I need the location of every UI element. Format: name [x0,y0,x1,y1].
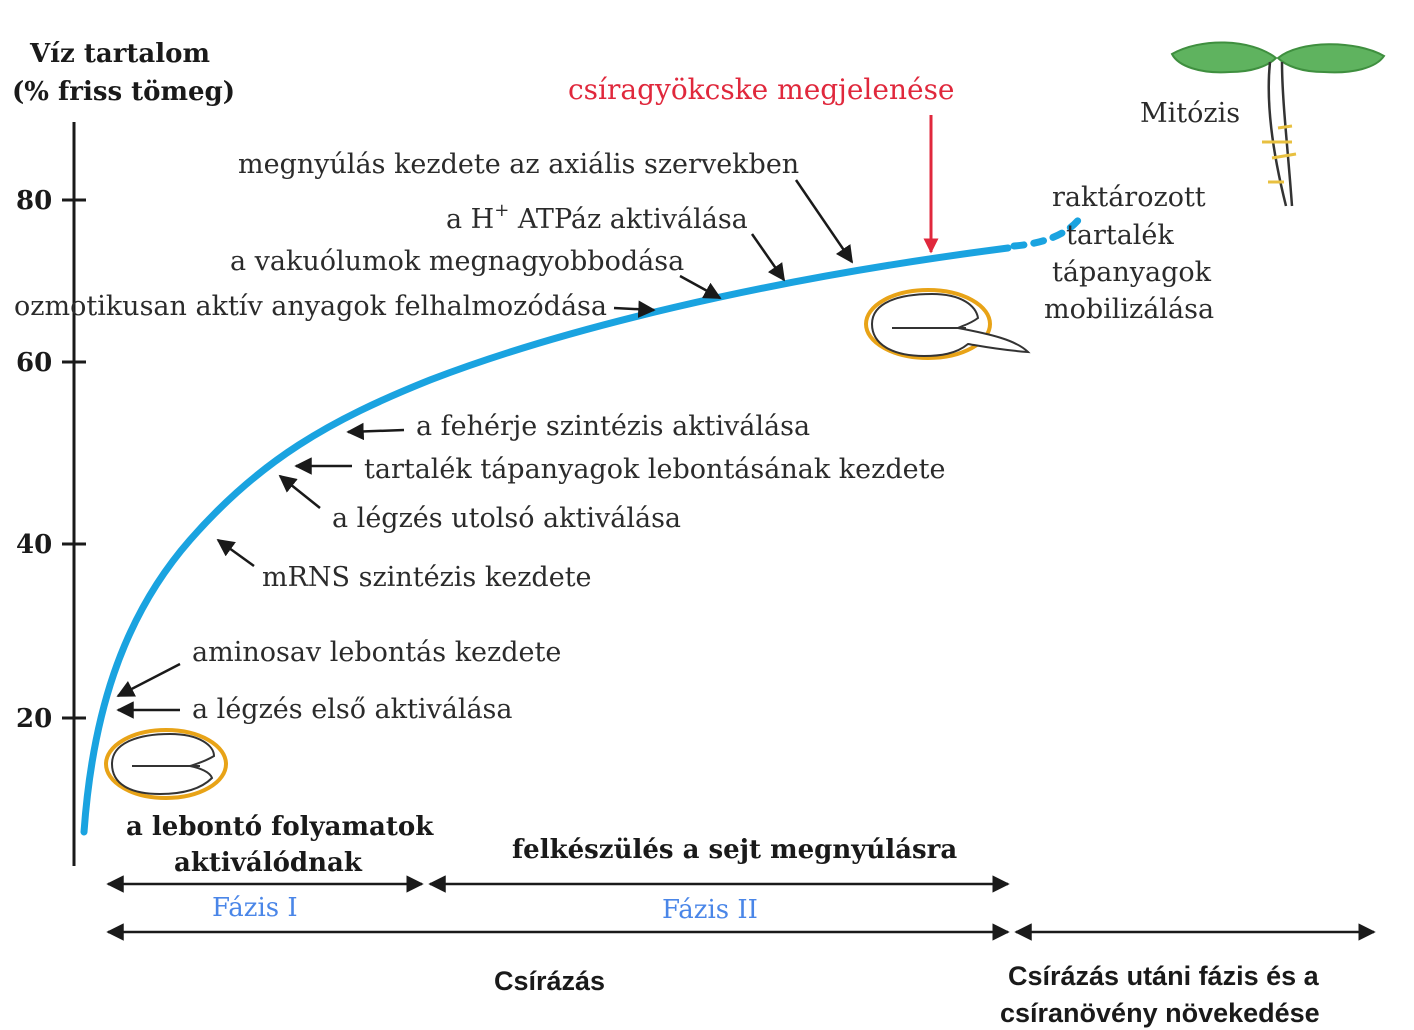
phase1-description-line2: aktiválódnak [174,848,363,878]
phase1-label: Fázis I [212,893,298,923]
mitosis-label: Mitózis [1140,98,1240,129]
annotation-protein: a fehérje szintézis aktiválása [416,411,810,442]
germination-label: Csírázás [494,966,605,996]
phase1-description-line1: a lebontó folyamatok [126,812,434,842]
y-axis-title-line1: Víz tartalom [29,39,210,69]
arrow-protein [346,422,405,441]
tick-label-20: 20 [16,704,52,734]
annotation-osmotic: ozmotikusan aktív anyagok felhalmozódása [14,291,607,322]
arrow-vacuole [679,274,722,300]
tick-label-40: 40 [16,530,52,560]
tick-label-60: 60 [16,348,52,378]
arrow-osmotic [613,300,656,318]
arrow-h-atpase [750,233,786,282]
radicle-emergence-label: csíragyökcske megjelenése [568,73,955,106]
annotation-aminoacid: aminosav lebontás kezdete [192,637,561,668]
water-content-curve-dotted [1010,214,1084,250]
reserve-mobilization-line2: tartalék [1066,220,1174,251]
water-content-curve [80,244,1012,836]
arrow-aminoacid [116,662,181,698]
arrow-respiration-last [278,474,321,509]
post-germination-label-line2: csíranövény növekedése [1000,998,1320,1028]
arrow-elongation [794,179,854,264]
tick-label-80: 80 [16,186,52,216]
annotation-respiration-last: a légzés utolsó aktiválása [332,503,681,534]
annotation-h-atpase: a H+ ATPáz aktiválása [446,200,748,235]
seed-icon-germinating [864,288,1031,360]
reserve-mobilization-line1: raktározott [1052,182,1206,213]
annotation-vacuole: a vakuólumok megnagyobbodása [230,246,684,277]
post-germination-label-line1: Csírázás utáni fázis és a [1008,961,1320,991]
annotation-respiration-first: a légzés első aktiválása [192,694,513,725]
reserve-mobilization-line4: mobilizálása [1044,294,1214,325]
phase2-label: Fázis II [662,895,758,925]
y-axis-title-line2: (% friss tömeg) [12,77,235,107]
annotation-elongation: megnyúlás kezdete az axiális szervekben [238,149,799,180]
reserve-mobilization-line3: tápanyagok [1052,257,1212,288]
seed-icon-dry [104,728,228,800]
annotation-mrna: mRNS szintézis kezdete [262,562,592,593]
arrow-mrna [216,538,255,568]
annotation-reserve-breakdown: tartalék tápanyagok lebontásának kezdete [364,454,945,485]
seedling-icon [1170,41,1386,207]
phase2-description: felkészülés a sejt megnyúlásra [512,835,957,865]
y-axis [62,122,86,866]
